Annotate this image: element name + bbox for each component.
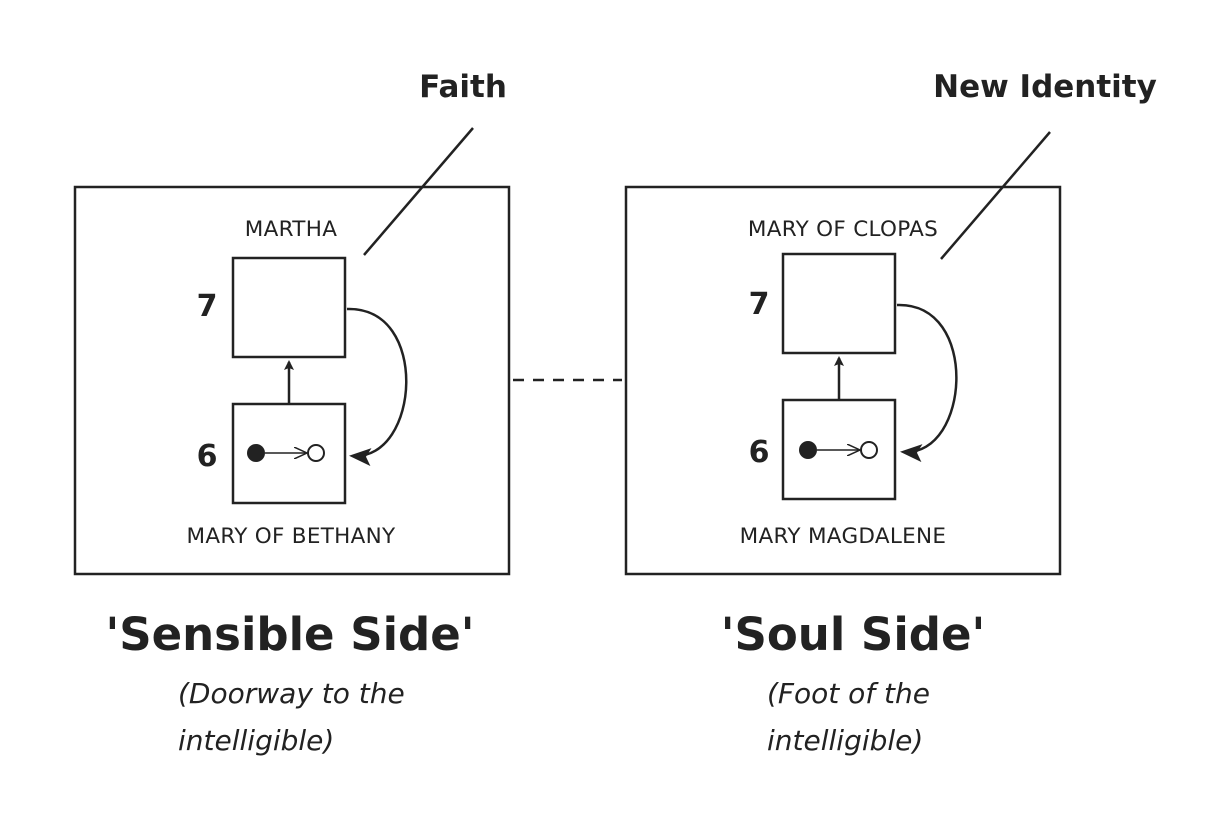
right-callout-label: New Identity [933,69,1157,105]
right-side-subtitle-line2: intelligible) [767,724,923,757]
left-top-label: MARTHA [245,217,337,242]
right-filled-dot [799,441,817,459]
left-top-number: 7 [197,289,218,324]
right-panel-frame [624,185,1062,576]
right-bottom-number: 6 [749,435,770,470]
left-bottom-label: MARY OF BETHANY [187,524,397,549]
left-panel-frame [73,185,511,576]
left-side-subtitle-line1: (Doorway to the [178,677,405,710]
left-top-box [231,256,347,359]
right-open-dot [860,441,878,459]
right-side-title: 'Soul Side' [721,608,986,661]
right-top-box [781,252,897,355]
left-side-subtitle-line2: intelligible) [178,724,334,757]
right-panel: New Identity MARY OF CLOPAS 7 6 MARY MAG… [624,69,1157,757]
right-top-label: MARY OF CLOPAS [748,217,938,242]
right-curved-arrow [896,303,958,463]
left-callout-label: Faith [419,69,507,105]
left-open-dot [307,444,325,462]
right-bottom-label: MARY MAGDALENE [740,524,947,549]
right-callout-line [940,131,1051,260]
left-filled-dot [247,444,265,462]
left-panel: Faith MARTHA 7 6 MARY OF BETHANY 'Sensib… [73,69,511,757]
left-callout-line [363,127,474,256]
right-bottom-box [781,398,897,501]
left-bottom-number: 6 [197,439,218,474]
right-top-number: 7 [749,287,770,322]
left-curved-arrow [346,307,408,467]
right-side-subtitle-line1: (Foot of the [767,677,930,710]
left-bottom-box [231,402,347,505]
left-side-title: 'Sensible Side' [105,608,474,661]
